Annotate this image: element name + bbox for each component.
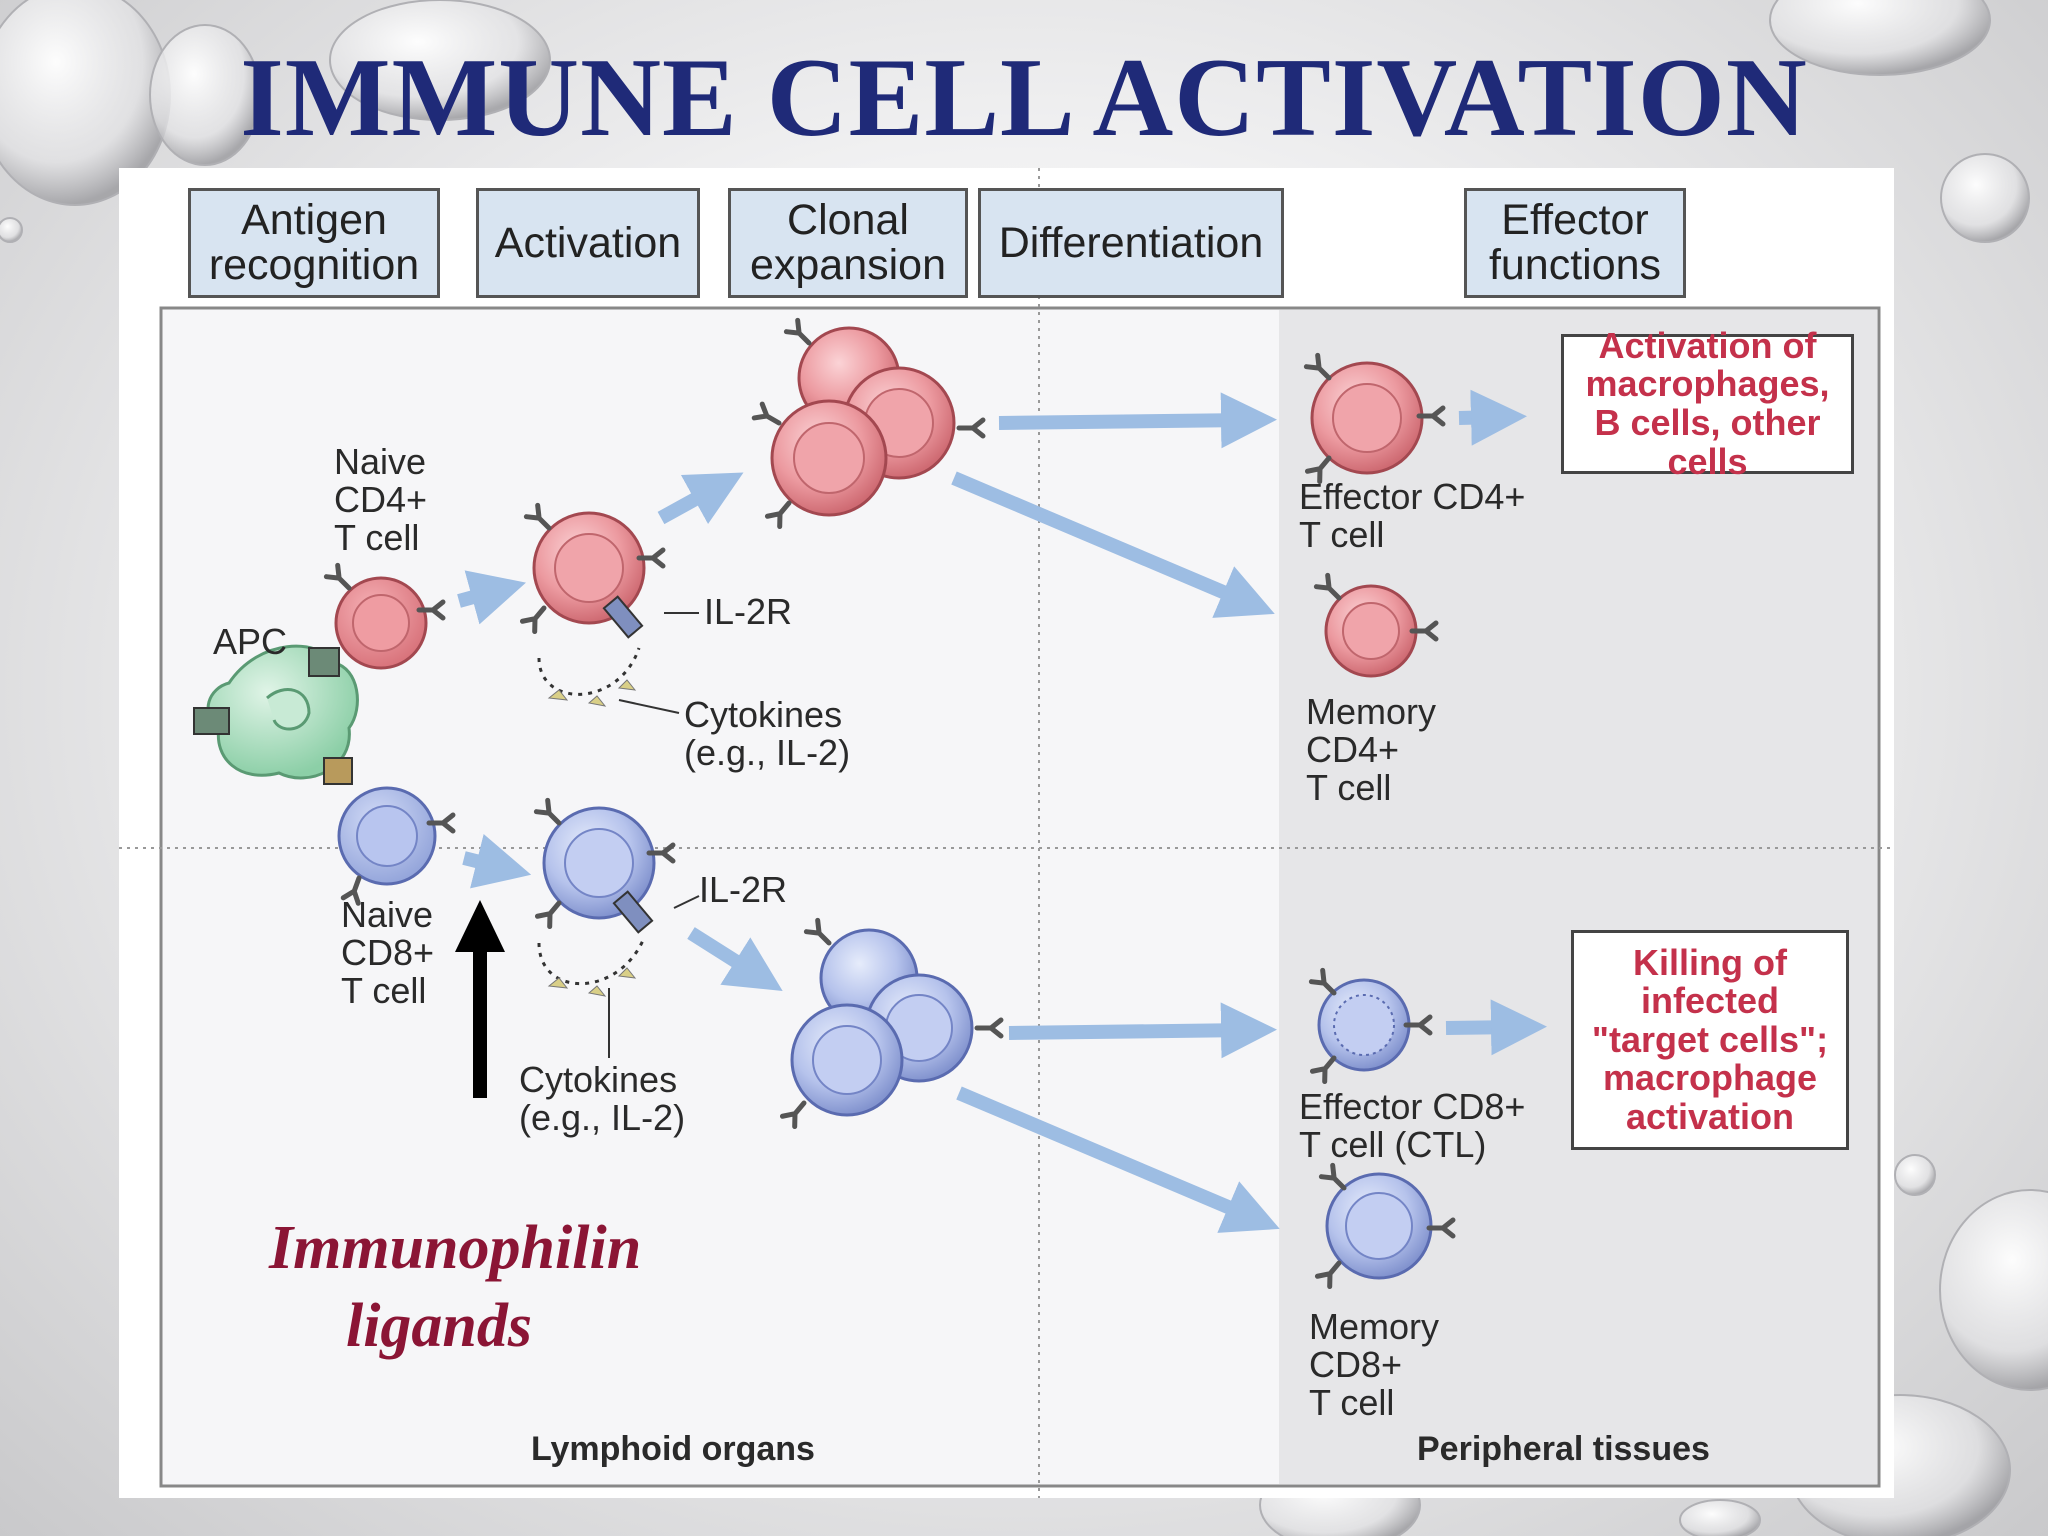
- activated-cd8-cell: [536, 800, 673, 997]
- naive-cd4-cell: [326, 565, 443, 670]
- naive-cd4-label: Naive CD4+ T cell: [334, 441, 428, 558]
- clonal-cd8-cluster: [782, 920, 1001, 1126]
- memory-cd8-cell: [1317, 1165, 1453, 1286]
- effector-cd4-label: Effector CD4+ T cell: [1299, 476, 1526, 555]
- apc-cell: [193, 644, 359, 785]
- il2r-top-label: IL-2R: [704, 591, 793, 632]
- cd8-function-box: Killing of infected "target cells"; macr…: [1571, 930, 1849, 1150]
- effector-cd8-label: Effector CD8+ T cell (CTL): [1299, 1086, 1526, 1165]
- memory-cd4-label: Memory CD4+ T cell: [1306, 691, 1437, 808]
- cytokines-bottom-label: Cytokines (e.g., IL-2): [519, 1059, 686, 1138]
- memory-cd4-cell: [1316, 575, 1436, 678]
- immunophilin-ligands-annotation: Immunophilin ligands: [269, 1214, 642, 1360]
- effector-cd8-cell: [1311, 970, 1430, 1081]
- inhibition-arrow: [455, 900, 505, 1098]
- lymphoid-organs-label: Lymphoid organs: [531, 1430, 815, 1468]
- cd4-function-box: Activation of macrophages, B cells, othe…: [1561, 326, 1854, 480]
- memory-cd8-label: Memory CD8+ T cell: [1309, 1306, 1440, 1423]
- naive-cd8-label: Naive CD8+ T cell: [341, 894, 435, 1011]
- clonal-cd4-cluster: [754, 320, 983, 526]
- stage-activation: Activation: [476, 188, 700, 298]
- stage-differentiation: Differentiation: [978, 188, 1284, 298]
- apc-label: APC: [213, 621, 288, 662]
- effector-cd4-cell: [1306, 355, 1443, 481]
- il2r-bottom-label: IL-2R: [699, 869, 788, 910]
- activated-cd4-cell: [522, 505, 663, 707]
- stage-antigen-recognition: Antigen recognition: [188, 188, 440, 298]
- immune-activation-figure: Antigen recognition Activation Clonal ex…: [119, 168, 1894, 1498]
- stage-clonal-expansion: Clonal expansion: [728, 188, 968, 298]
- cytokines-top-label: Cytokines (e.g., IL-2): [684, 694, 851, 773]
- peripheral-tissues-label: Peripheral tissues: [1417, 1430, 1710, 1468]
- naive-cd8-cell: [337, 786, 453, 903]
- slide-title: IMMUNE CELL ACTIVATION: [240, 36, 1808, 160]
- stage-effector-functions: Effector functions: [1464, 188, 1686, 298]
- figure-graphics: [119, 168, 1894, 1498]
